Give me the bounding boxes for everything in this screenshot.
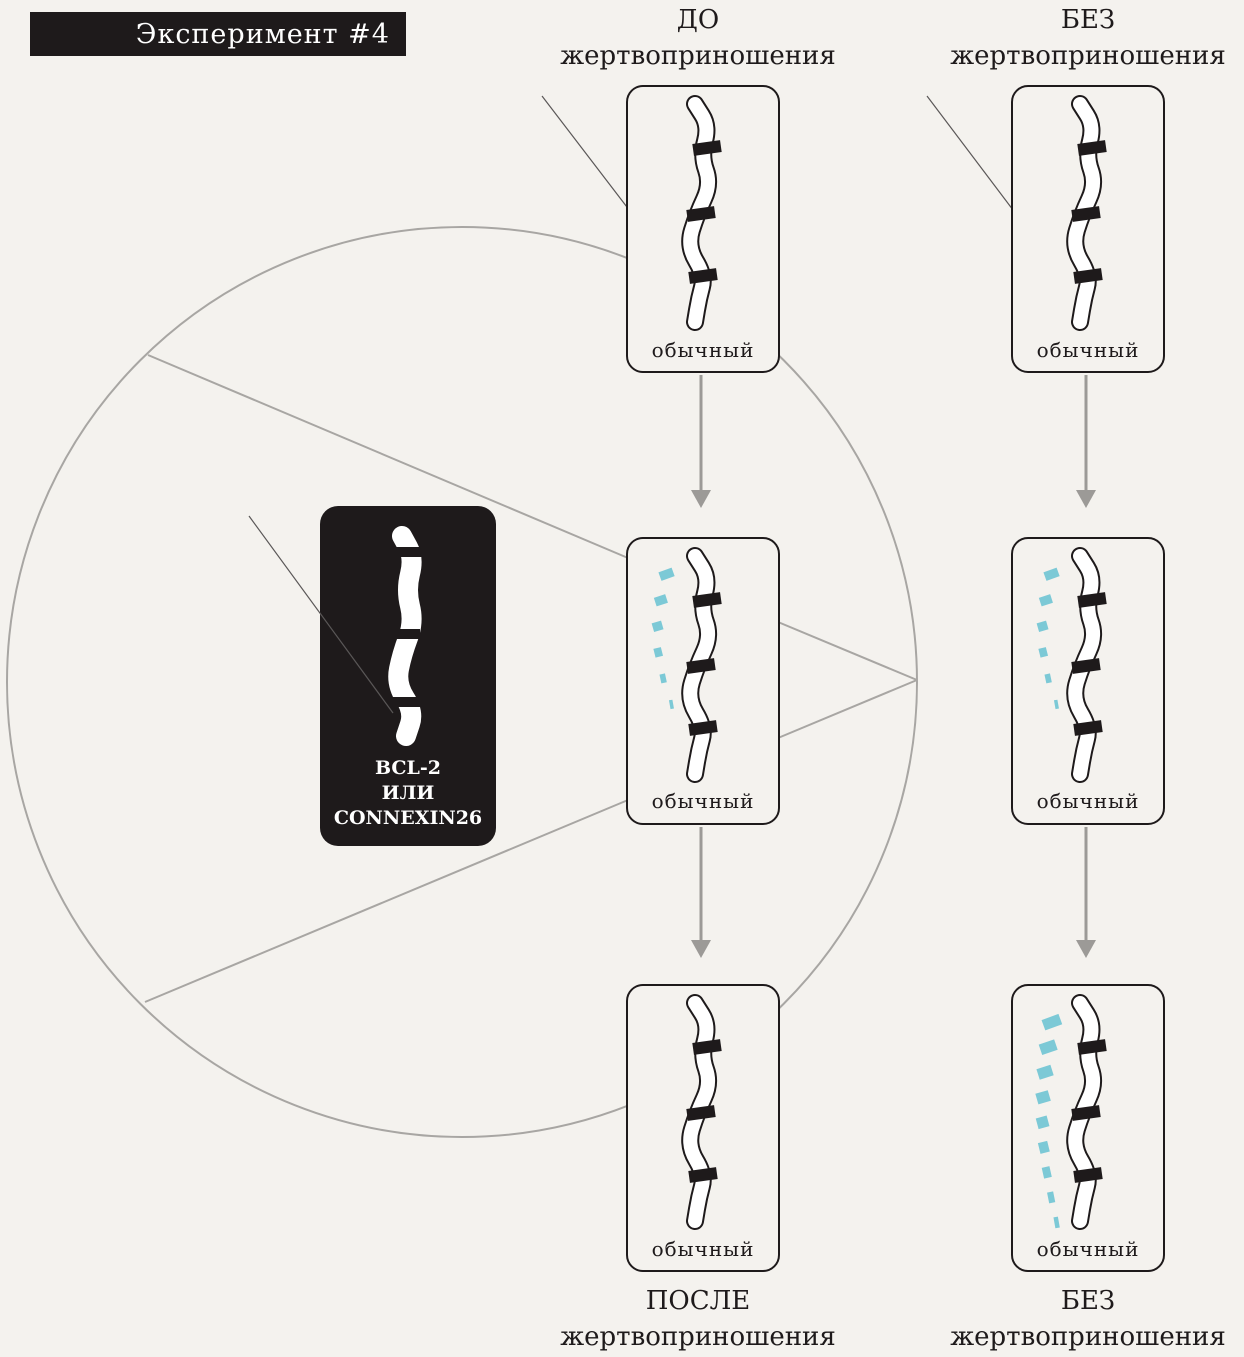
gene-worm-gap <box>388 629 420 639</box>
worm-segment-band <box>686 206 716 222</box>
worm-segment-band <box>688 1167 718 1183</box>
regeneration-dash <box>1035 1115 1050 1130</box>
arrows-layer <box>691 375 1096 958</box>
regeneration-dash <box>1044 673 1052 684</box>
column-label-line2: жертвоприношения <box>560 1322 836 1352</box>
worm-body-fill <box>1068 97 1101 329</box>
column-label-line1: ДО <box>676 5 720 35</box>
zoom-line <box>144 799 629 1003</box>
regeneration-dash <box>1038 647 1049 658</box>
regeneration-dash <box>1037 1140 1050 1154</box>
column-label-line2: жертвоприношения <box>950 41 1226 71</box>
regeneration-dash <box>1038 594 1053 607</box>
worm-body-fill <box>683 549 716 781</box>
zoom-line <box>777 621 918 681</box>
arrow-head-icon <box>691 940 711 958</box>
regeneration-dash <box>1047 1191 1056 1204</box>
worm-card <box>626 537 780 825</box>
worm-card <box>626 984 780 1272</box>
regeneration-dash <box>1043 567 1060 581</box>
gene-label-line3: CONNEXIN26 <box>333 807 483 829</box>
worm-segment-band <box>1073 1167 1103 1183</box>
arrow-head-icon <box>1076 940 1096 958</box>
worm-segment-band <box>1077 1039 1107 1055</box>
gene-label-line2: ИЛИ <box>381 782 435 804</box>
regeneration-dash <box>1053 1216 1060 1229</box>
worm-segment-band <box>686 658 716 674</box>
gene-label: BCL-2 ИЛИ CONNEXIN26 <box>320 756 496 831</box>
card-label: обычный <box>651 338 755 362</box>
worm-body-fill <box>1068 996 1101 1228</box>
worm-segment-band <box>686 1105 716 1121</box>
column-label-without: БЕЗ жертвоприношения <box>938 2 1238 74</box>
worm-segment-band <box>1071 206 1101 222</box>
card-label: обычный <box>1036 789 1140 813</box>
column-label-line2: жертвоприношения <box>560 41 836 71</box>
worm-body-fill <box>683 97 716 329</box>
worms-layer <box>388 95 1107 1230</box>
experiment-title: Эксперимент #4 <box>30 12 406 56</box>
worm-body-fill <box>683 996 716 1228</box>
worm-segment-band <box>1073 720 1103 736</box>
regeneration-dash <box>1036 1064 1054 1080</box>
regeneration-dash <box>653 594 668 607</box>
regeneration-dash <box>668 699 674 710</box>
arrow-head-icon <box>691 490 711 508</box>
zoom-line <box>147 354 629 559</box>
worm-segment-band <box>692 140 722 156</box>
cut-line <box>248 515 394 714</box>
worm-card <box>1011 537 1165 825</box>
column-label-line1: БЕЗ <box>1060 5 1116 35</box>
gene-worm-gap <box>392 697 424 707</box>
column-label-line1: ПОСЛЕ <box>645 1286 751 1316</box>
zoom-circle <box>6 226 918 1138</box>
regeneration-dash <box>1038 1039 1058 1056</box>
gene-label-line1: BCL-2 <box>375 757 441 779</box>
column-label-line1: БЕЗ <box>1060 1286 1116 1316</box>
worm-segment-band <box>688 268 718 284</box>
column-label-without-bottom: БЕЗ жертвоприношения <box>938 1283 1238 1355</box>
regeneration-dash <box>651 620 664 633</box>
regeneration-dash <box>1041 1013 1063 1031</box>
worm-segment-band <box>1073 268 1103 284</box>
column-label-line2: жертвоприношения <box>950 1322 1226 1352</box>
zoom-line <box>777 679 918 739</box>
card-label: обычный <box>651 1237 755 1261</box>
worm-segment-band <box>692 1039 722 1055</box>
regeneration-dash <box>1041 1166 1052 1179</box>
card-label: обычный <box>1036 1237 1140 1261</box>
worm-segment-band <box>1077 592 1107 608</box>
card-label: обычный <box>651 789 755 813</box>
worm-segment-band <box>692 592 722 608</box>
worm-segment-band <box>1071 658 1101 674</box>
worm-card <box>626 85 780 373</box>
arrow-head-icon <box>1076 490 1096 508</box>
regeneration-dash <box>659 673 667 684</box>
worm-segment-band <box>1071 1105 1101 1121</box>
column-label-before: ДО жертвоприношения <box>548 2 848 74</box>
column-label-after: ПОСЛЕ жертвоприношения <box>548 1283 848 1355</box>
gene-worm-gap <box>394 547 426 557</box>
worm-segment-band <box>1077 140 1107 156</box>
regeneration-dash <box>1036 620 1049 633</box>
worm-segment-band <box>688 720 718 736</box>
regeneration-dash <box>1053 699 1059 710</box>
regeneration-dash <box>1035 1090 1051 1105</box>
card-label: обычный <box>1036 338 1140 362</box>
worm-body-fill <box>1068 549 1101 781</box>
worm-card <box>1011 85 1165 373</box>
regeneration-dash <box>658 567 675 581</box>
regeneration-dash <box>653 647 664 658</box>
